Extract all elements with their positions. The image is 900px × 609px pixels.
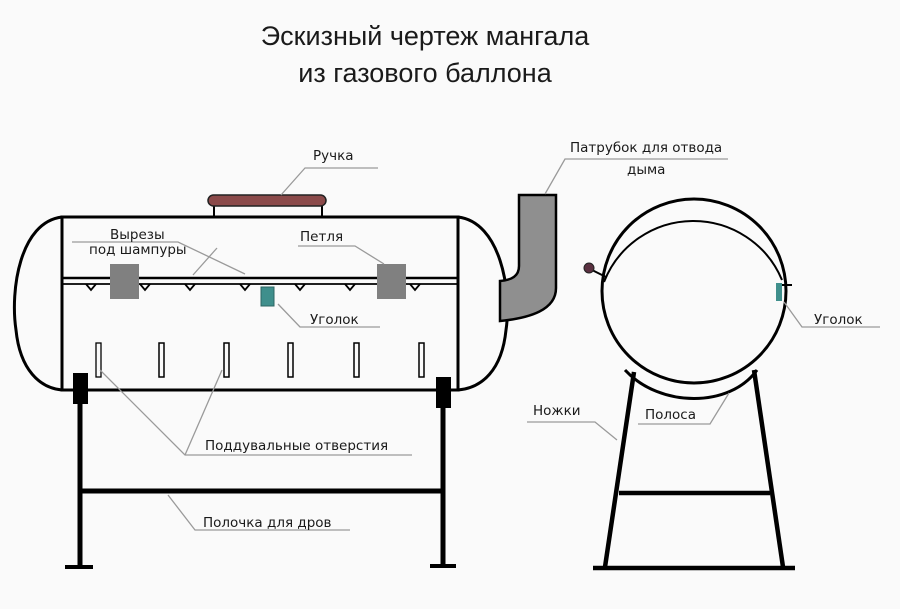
label-hinge: Петля	[300, 229, 343, 245]
corner-front	[260, 286, 275, 307]
label-skewer-cutouts-1: Вырезы	[110, 227, 165, 243]
barrel-side	[600, 197, 788, 385]
hinge-left	[110, 264, 139, 299]
side-leg-left	[602, 371, 637, 568]
air-holes	[95, 342, 425, 378]
barrel-body	[60, 215, 460, 392]
label-strip: Полоса	[645, 407, 696, 423]
label-corner-side: Уголок	[814, 312, 863, 328]
smoke-pipe	[498, 193, 558, 323]
leader-lines	[72, 158, 880, 531]
handle	[207, 194, 327, 217]
label-corner-front: Уголок	[310, 312, 359, 328]
support-strip	[623, 368, 759, 400]
hinge-right	[377, 264, 406, 299]
title-line-2: из газового баллона	[298, 58, 552, 88]
barrel-end-right	[457, 215, 509, 392]
label-air-holes: Поддувальные отверстия	[205, 438, 388, 454]
label-skewer-cutouts-2: под шампуры	[89, 242, 187, 258]
label-smoke-pipe-1: Патрубок для отвода	[570, 140, 722, 156]
side-view	[583, 197, 795, 571]
label-legs: Ножки	[533, 403, 581, 419]
barrel-end-left	[12, 215, 63, 392]
leg-mount-right	[436, 377, 451, 408]
skewer-notches	[85, 283, 421, 292]
label-wood-shelf: Полочка для дров	[203, 515, 332, 531]
side-leg-right	[751, 369, 786, 568]
leg-mount-left	[73, 373, 88, 404]
front-stand	[65, 373, 456, 569]
lid-knob	[583, 262, 595, 274]
title-line-1: Эскизный чертеж мангала	[261, 21, 590, 51]
front-view	[12, 193, 558, 569]
handle-bar	[207, 194, 327, 207]
label-handle: Ручка	[313, 148, 354, 164]
lid-arc	[603, 219, 783, 283]
corner-side	[776, 283, 782, 301]
label-smoke-pipe-2: дыма	[627, 162, 665, 178]
